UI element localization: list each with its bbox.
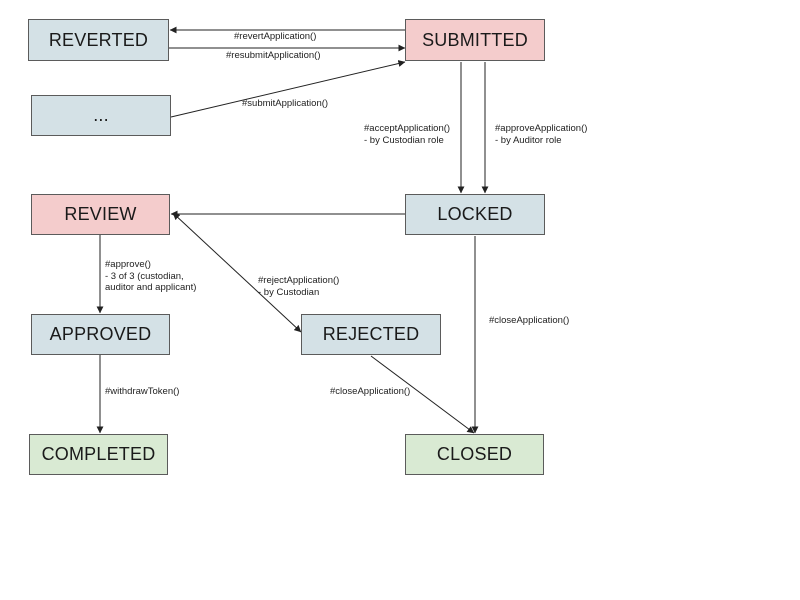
label-line: #withdrawToken(): [105, 386, 180, 397]
state-completed: COMPLETED: [29, 434, 168, 475]
label-line: #closeApplication(): [489, 315, 570, 326]
arrow-close-rejected: [370, 355, 475, 434]
label-line: #submitApplication(): [242, 98, 329, 109]
label-close-locked: #closeApplication(): [489, 315, 569, 327]
label-line: #approve(): [105, 259, 151, 270]
label-line: #rejectApplication(): [258, 275, 340, 286]
arrow-submit: [170, 60, 406, 118]
label-withdraw: #withdrawToken(): [105, 386, 179, 398]
state-ellipsis: ...: [31, 95, 171, 136]
label-approve-application: #approveApplication()- by Auditor role: [495, 123, 587, 146]
label-submit: #submitApplication(): [242, 98, 328, 110]
label-line: - 3 of 3 (custodian,: [105, 270, 184, 282]
state-reverted: REVERTED: [28, 19, 169, 61]
arrow-reject: [172, 212, 302, 333]
state-approved: APPROVED: [31, 314, 170, 355]
label-line: - by Custodian role: [364, 134, 444, 146]
label-line: #approveApplication(): [495, 123, 588, 134]
state-rejected: REJECTED: [301, 314, 441, 355]
label-resubmit: #resubmitApplication(): [226, 50, 321, 62]
label-line: #acceptApplication(): [364, 123, 451, 134]
label-line: - by Custodian: [258, 286, 320, 298]
state-closed: CLOSED: [405, 434, 544, 475]
label-accept: #acceptApplication()- by Custodian role: [364, 123, 450, 146]
label-approve: #approve()- 3 of 3 (custodian,auditor an…: [105, 259, 196, 294]
label-revert: #revertApplication(): [234, 31, 316, 43]
label-line: #closeApplication(): [330, 386, 411, 397]
label-close-rejected: #closeApplication(): [330, 386, 410, 398]
label-line: auditor and applicant): [105, 282, 197, 293]
state-locked: LOCKED: [405, 194, 545, 235]
label-line: #revertApplication(): [234, 31, 317, 42]
label-reject: #rejectApplication()- by Custodian: [258, 275, 339, 298]
state-review: REVIEW: [31, 194, 170, 235]
label-line: #resubmitApplication(): [226, 50, 321, 61]
label-line: - by Auditor role: [495, 134, 562, 146]
state-submitted: SUBMITTED: [405, 19, 545, 61]
